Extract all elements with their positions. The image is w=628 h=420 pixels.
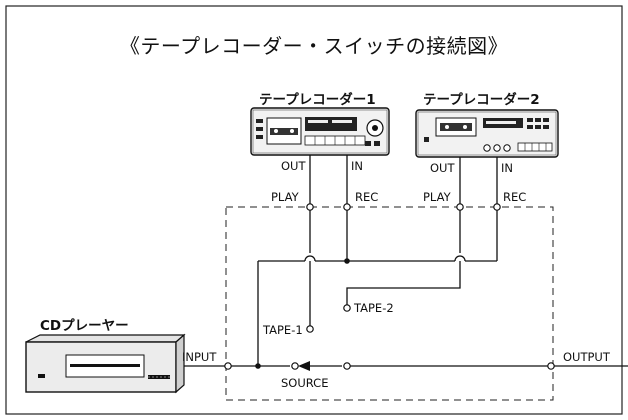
switch-arrow	[298, 361, 310, 371]
terminal-tape1-play	[306, 203, 314, 211]
junction-rec	[344, 258, 350, 264]
terminal-output	[547, 362, 555, 370]
tape1-rec-label: REC	[355, 190, 379, 204]
cd-player-label: CDプレーヤー	[40, 318, 129, 334]
junction-input	[255, 363, 261, 369]
tape1-select-label: TAPE-1	[263, 323, 303, 337]
terminals	[224, 203, 555, 370]
tape1-play-label: PLAY	[271, 190, 299, 204]
tape1-in-label: IN	[351, 159, 363, 173]
input-label: INPUT	[182, 350, 217, 364]
tape1-label: テープレコーダー1	[259, 92, 376, 108]
terminal-tape2-select	[343, 304, 351, 312]
terminal-tape2-rec	[493, 203, 501, 211]
terminal-source-pivot	[291, 362, 299, 370]
tape2-select-label: TAPE-2	[354, 301, 394, 315]
tape1-out-label: OUT	[281, 159, 306, 173]
tape-recorder-1	[250, 107, 390, 156]
switch-box	[225, 206, 554, 401]
terminal-source	[343, 362, 351, 370]
terminal-tape2-play	[456, 203, 464, 211]
tape2-rec-label: REC	[503, 190, 527, 204]
wire-tape2-play-hop	[454, 255, 466, 262]
outer-frame	[5, 5, 623, 415]
wire-tape2-play-lower	[346, 261, 461, 305]
terminal-tape1-rec	[343, 203, 351, 211]
tape2-label: テープレコーダー2	[423, 92, 540, 108]
cd-player	[25, 333, 186, 394]
diagram-title: 《テープレコーダー・スイッチの接続図》	[119, 34, 509, 58]
wiring	[184, 155, 628, 367]
terminal-input	[224, 362, 232, 370]
output-label: OUTPUT	[563, 350, 610, 364]
tape-recorder-2	[415, 109, 559, 158]
tape2-play-label: PLAY	[423, 190, 451, 204]
wire-tape1-play-hop	[304, 255, 316, 262]
tape2-in-label: IN	[501, 161, 513, 175]
source-label: SOURCE	[281, 376, 329, 390]
tape2-out-label: OUT	[430, 161, 455, 175]
terminal-tape1-select	[306, 325, 314, 333]
